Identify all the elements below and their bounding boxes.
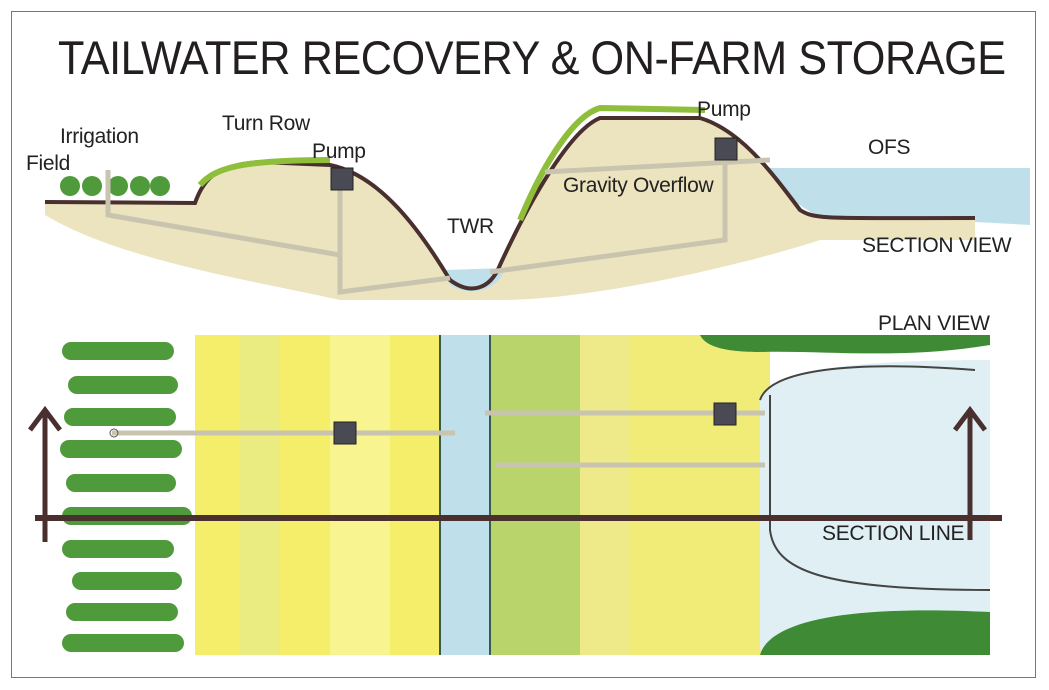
pump-left-icon <box>330 167 354 191</box>
section-line-label: SECTION LINE <box>822 522 965 545</box>
field-shrubs <box>60 176 170 196</box>
pump-right-icon <box>714 137 738 161</box>
label-twr: TWR <box>447 215 494 238</box>
tree-line-bottom <box>760 610 990 655</box>
label-irrigation: Irrigation <box>60 125 139 148</box>
turn-row-grass <box>197 157 331 188</box>
section-view <box>44 104 1030 300</box>
label-turn-row: Turn Row <box>222 112 310 135</box>
section-arrow-left-icon <box>28 405 62 542</box>
label-pump-right: Pump <box>697 98 751 121</box>
diagram-title: TAILWATER RECOVERY & ON-FARM STORAGE <box>58 31 1006 84</box>
levee-grass <box>517 104 706 222</box>
section-arrow-right-icon <box>953 405 987 540</box>
shrub-rows <box>60 342 192 652</box>
ground-line <box>44 116 976 291</box>
plan-pump-right-icon <box>713 402 737 426</box>
label-gravity-overflow: Gravity Overflow <box>563 174 714 197</box>
tree-line-top <box>700 335 990 354</box>
label-ofs: OFS <box>868 136 911 159</box>
diagram-frame <box>11 11 1036 678</box>
plan-view <box>28 335 1002 655</box>
section-view-heading: SECTION VIEW <box>862 234 1012 257</box>
ofs-water <box>742 168 1030 225</box>
plan-view-heading: PLAN VIEW <box>878 312 990 335</box>
twr-channel <box>440 335 490 655</box>
pipes <box>105 150 771 295</box>
plan-pump-left-icon <box>333 421 357 445</box>
label-pump-left: Pump <box>312 140 366 163</box>
label-field: Field <box>26 152 71 175</box>
ofs-pond <box>760 360 990 650</box>
